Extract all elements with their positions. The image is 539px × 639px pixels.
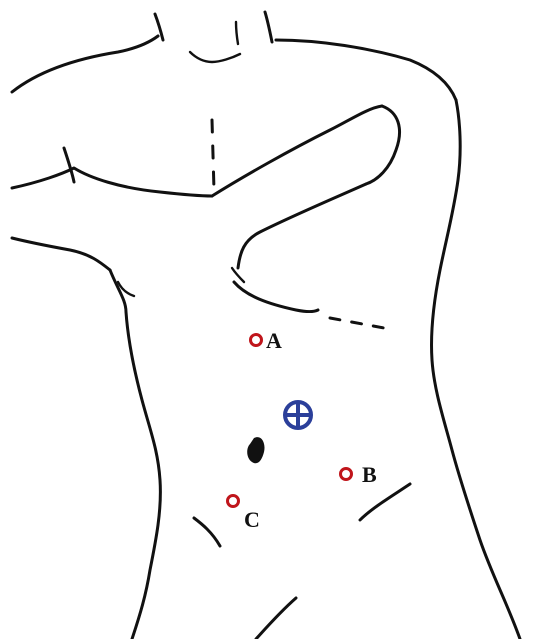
costal-margin (234, 282, 318, 312)
crossed-arm-forearm-top (212, 106, 382, 196)
crossed-arm-lower (12, 238, 110, 270)
left-inguinal-line (194, 518, 220, 546)
camera-port-marker (285, 402, 311, 428)
left-shoulder-outline (12, 36, 158, 92)
right-shoulder-outline (276, 40, 456, 100)
crossed-arm-wrist (64, 148, 74, 182)
umbilicus (247, 437, 264, 463)
port-marker-c: C (228, 496, 260, 533)
right-inguinal-line (360, 484, 410, 520)
clavicle-notch (190, 52, 240, 62)
port-label-b: B (362, 462, 377, 487)
clavicle-tick (236, 22, 238, 44)
port-marker-b: B (341, 462, 378, 487)
crossed-arm-upper (12, 168, 212, 196)
crossed-arm-elbow (366, 106, 400, 184)
costal-margin-dashed (330, 318, 384, 328)
left-flank-outline (110, 270, 160, 639)
port-label-c: C (244, 507, 260, 532)
costal-small-tick (232, 268, 244, 282)
neck-right-line (265, 12, 272, 42)
right-side-outline (431, 100, 520, 639)
crossed-arm-forearm-bottom (238, 184, 366, 268)
port-label-a: A (266, 328, 282, 353)
sternum-midline (212, 120, 214, 190)
lower-pubic-line (256, 598, 296, 639)
port-marker-a: A (251, 328, 283, 353)
